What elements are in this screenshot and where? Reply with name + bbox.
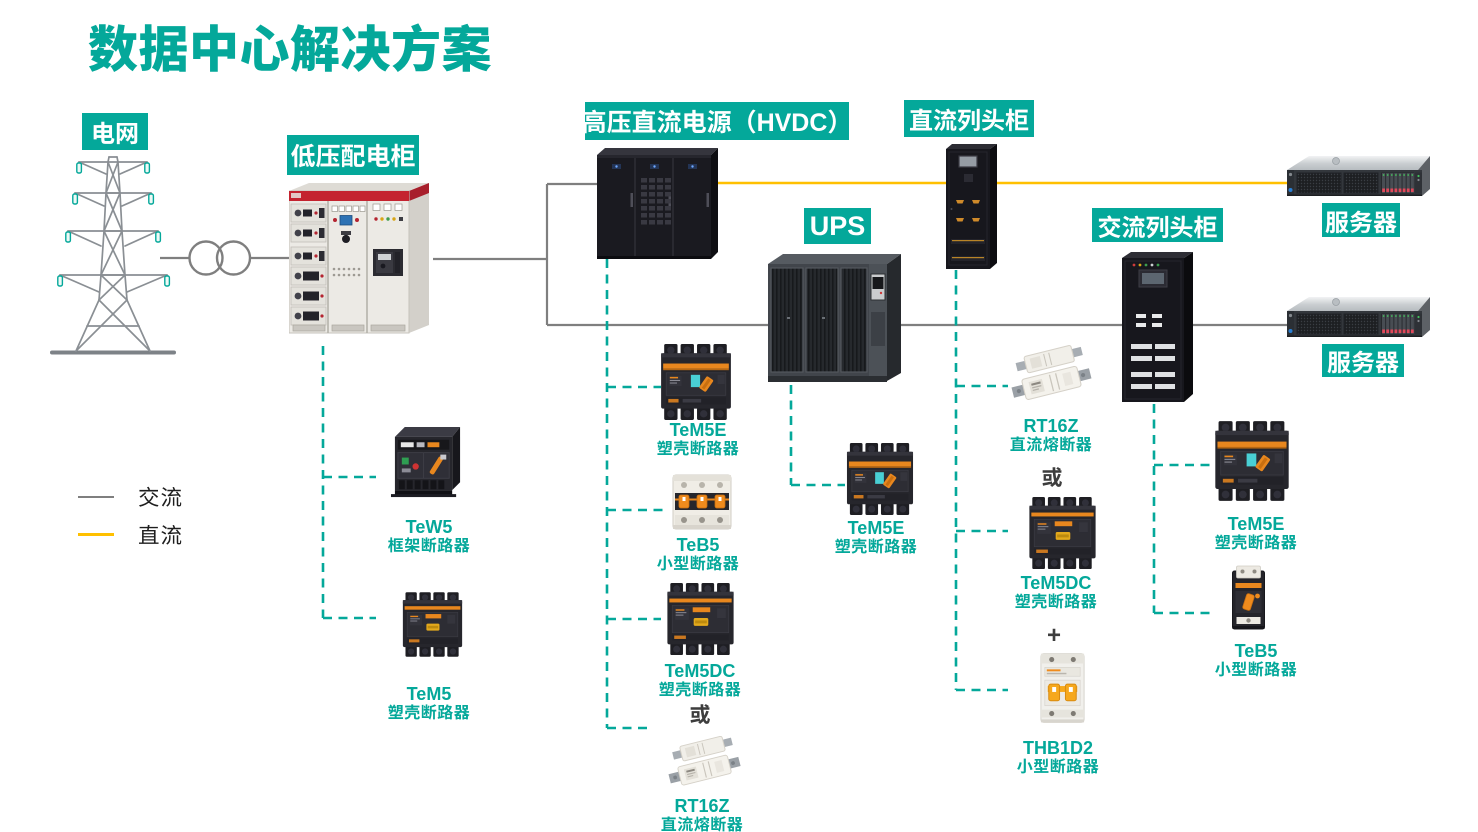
transformer-symbol [188, 240, 252, 276]
lv-distribution-cabinet-image [289, 177, 434, 345]
or-word-dc: 或 [1041, 462, 1063, 492]
ac-row-head-cabinet-image [1122, 252, 1193, 402]
node-label-dc-row-text: 直流列头柜 [909, 108, 1029, 135]
product-name: TeM5E [669, 420, 727, 440]
node-label-server-top-text: 服务器 [1325, 209, 1397, 237]
product-rt16z-dc-image [1010, 344, 1094, 405]
dc-line-swatch [78, 533, 114, 536]
node-label-hvdc: 高压直流电源（HVDC） [582, 102, 852, 140]
product-tem5dc-dc-image [1022, 496, 1103, 570]
product-tem5e-hvdc-image [660, 343, 732, 421]
product-name: TeM5E [847, 518, 905, 538]
product-name: TeM5 [406, 684, 452, 704]
branch-lines [321, 259, 1210, 730]
product-name: RT16Z [1023, 416, 1079, 436]
product-desc: 小型断路器 [656, 556, 740, 573]
node-label-ac-row: 交流列头柜 [1092, 208, 1223, 242]
plus-word-dc: + [1046, 622, 1062, 649]
node-label-hvdc-text: 高压直流电源（HVDC） [581, 109, 853, 137]
product-tem5-image [402, 580, 463, 669]
product-tem5e-ups-image [846, 442, 914, 516]
server-bottom-image [1279, 296, 1430, 344]
node-label-ac-row-text: 交流列头柜 [1097, 214, 1218, 242]
product-teb5-hvdc-image [672, 471, 732, 533]
power-grid-tower-image [50, 154, 176, 356]
node-label-dc-row: 直流列头柜 [904, 100, 1034, 137]
node-label-server-bottom: 服务器 [1322, 344, 1404, 377]
product-desc: 塑壳断路器 [1214, 535, 1298, 552]
node-label-server-bottom-text: 服务器 [1327, 350, 1399, 377]
product-name: THB1D2 [1022, 738, 1094, 758]
product-name: TeB5 [1234, 641, 1278, 661]
node-label-grid-text: 电网 [91, 121, 139, 148]
product-name: TeB5 [676, 535, 720, 555]
product-rt16z-hvdc-image [666, 736, 744, 789]
dc-row-head-cabinet-image [946, 144, 997, 269]
legend-item-ac: 交流 [78, 481, 184, 512]
product-desc: 塑壳断路器 [656, 441, 740, 458]
server-top-image [1279, 155, 1430, 203]
product-name: TeM5E [1227, 514, 1285, 534]
node-label-ups-text: UPS [809, 210, 866, 241]
legend-label-ac: 交流 [138, 481, 184, 512]
product-desc: 直流熔断器 [1009, 437, 1093, 454]
product-tem5e-ac-image [1211, 420, 1293, 502]
product-desc: 直流熔断器 [660, 817, 744, 832]
page-title: 数据中心解决方案 [88, 10, 492, 82]
product-desc: 塑壳断路器 [834, 539, 918, 556]
node-label-lv-panel: 低压配电柜 [287, 135, 419, 175]
node-label-grid: 电网 [82, 113, 148, 150]
node-label-ups: UPS [804, 208, 871, 244]
legend-label-dc: 直流 [138, 519, 184, 550]
node-label-server-top: 服务器 [1322, 203, 1400, 237]
product-desc: 塑壳断路器 [387, 705, 471, 722]
product-desc: 塑壳断路器 [658, 682, 742, 699]
or-word-hvdc: 或 [689, 699, 711, 729]
node-label-lv-panel-text: 低压配电柜 [290, 143, 416, 171]
product-teb5-ac-image [1227, 565, 1270, 633]
product-name: TeM5DC [664, 661, 736, 681]
legend: 交流 直流 [78, 481, 184, 559]
product-desc: 框架断路器 [387, 538, 471, 555]
ac-line-swatch [78, 495, 114, 498]
ups-cabinet-image [768, 252, 901, 385]
hvdc-cabinet-image [597, 148, 718, 259]
product-tew5-image [389, 425, 466, 502]
product-desc: 小型断路器 [1016, 759, 1100, 776]
product-desc: 塑壳断路器 [1014, 594, 1098, 611]
product-name: TeW5 [405, 517, 453, 537]
product-name: TeM5DC [1020, 573, 1092, 593]
product-desc: 小型断路器 [1214, 662, 1298, 679]
product-name: RT16Z [674, 796, 730, 816]
product-tem5dc-hvdc-image [666, 582, 735, 656]
legend-item-dc: 直流 [78, 519, 184, 550]
product-thb1d2-image [1036, 650, 1089, 728]
